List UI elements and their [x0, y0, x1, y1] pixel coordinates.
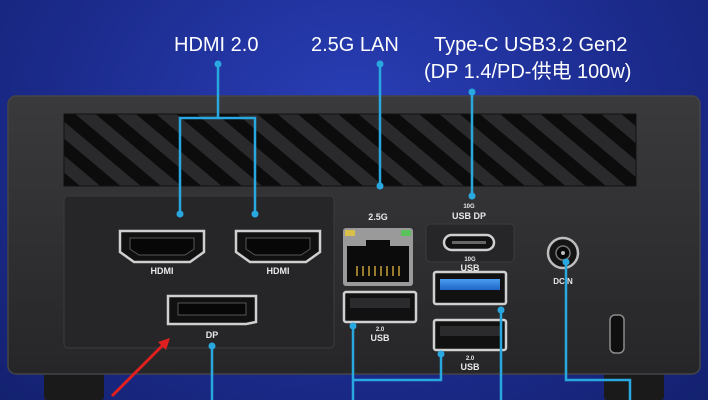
- usbc-speed-label: 10G: [463, 204, 475, 210]
- foot-right: [604, 372, 664, 400]
- usbc-name-label: USB DP: [452, 211, 486, 221]
- hdmi-port-icon: [234, 229, 322, 264]
- red-arrow-icon: [110, 338, 170, 398]
- usb-blue-name-label: USB: [460, 263, 480, 273]
- usb-left-name-label: USB: [370, 333, 390, 343]
- dp-label: DP: [206, 330, 219, 340]
- vent-grille: [63, 113, 637, 187]
- dc-jack-icon: [546, 236, 580, 270]
- lan-label: 2.5G: [368, 212, 388, 222]
- hdmi-right-label: HDMI: [267, 266, 290, 276]
- callout-dots: [176, 60, 570, 358]
- kensington-lock-icon: [609, 314, 625, 354]
- usb-bottom-name-label: USB: [460, 362, 480, 372]
- usb-a-port-icon: [432, 318, 508, 352]
- foot-left: [44, 372, 104, 400]
- ethernet-port-icon: [343, 228, 413, 286]
- hdmi-left-label: HDMI: [151, 266, 174, 276]
- typec-callout-line2: (DP 1.4/PD-供电 100w): [424, 61, 632, 83]
- displayport-icon: [166, 294, 258, 326]
- usb-a-port-icon: [342, 290, 418, 324]
- hdmi-port-icon: [118, 229, 206, 264]
- usb-a-port-icon: [432, 270, 508, 306]
- usb-left-speed-label: 2.0: [376, 327, 385, 333]
- typec-callout-line1: Type-C USB3.2 Gen2: [434, 34, 628, 56]
- hdmi-callout: HDMI 2.0: [174, 34, 259, 56]
- usb-c-port-icon: [442, 233, 496, 252]
- callout-lines: [178, 64, 632, 400]
- usb-blue-speed-label: 10G: [464, 257, 476, 263]
- lan-callout: 2.5G LAN: [311, 34, 399, 56]
- usb-bottom-speed-label: 2.0: [466, 356, 475, 362]
- dcin-label: DCIN: [553, 277, 573, 286]
